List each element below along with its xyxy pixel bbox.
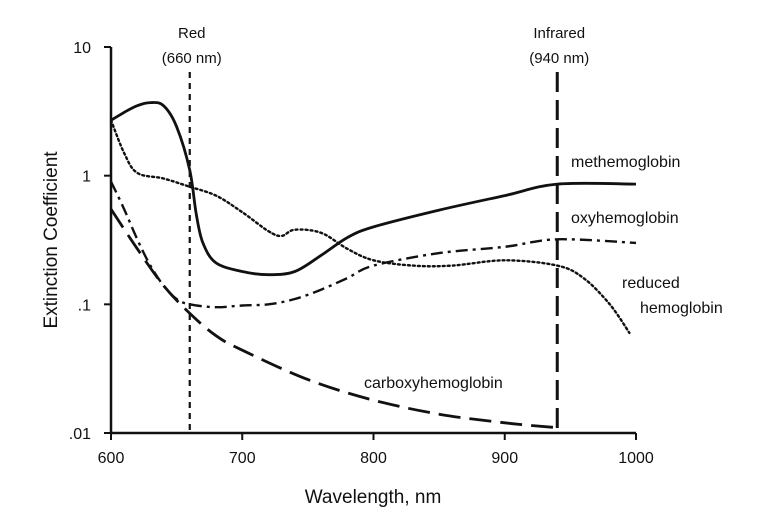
reference-label-940-name: Infrared [533, 25, 585, 42]
y-tick-label: .1 [78, 297, 91, 314]
y-tick-group: .01 .1 1 10 [69, 40, 111, 443]
series-label-carboxyhemoglobin: carboxyhemoglobin [364, 375, 503, 392]
series-label-hemoglobin: hemoglobin [640, 300, 723, 317]
series-line-reduced-hemoglobin [109, 119, 631, 335]
reference-line-group: Red (660 nm) Infrared (940 nm) [162, 25, 589, 433]
x-tick-label: 700 [229, 450, 256, 467]
y-axis-title: Extinction Coefficient [41, 151, 62, 329]
series-label-reduced: reduced [622, 275, 680, 292]
x-tick-label: 600 [98, 450, 125, 467]
y-tick-label: 10 [73, 40, 91, 57]
series-line-carboxyhemoglobin [109, 208, 558, 430]
series-group [109, 101, 637, 430]
reference-label-660-nm: (660 nm) [162, 50, 222, 67]
reference-label-660-name: Red [178, 25, 206, 42]
x-tick-group: 600 700 800 900 1000 [98, 433, 654, 467]
x-tick-label: 1000 [618, 450, 654, 467]
x-tick-label: 800 [360, 450, 387, 467]
x-tick-label: 900 [491, 450, 518, 467]
series-label-methemoglobin: methemoglobin [571, 154, 680, 171]
series-line-methemoglobin [110, 101, 637, 277]
x-axis-title: Wavelength, nm [305, 487, 442, 508]
y-tick-label: 1 [82, 169, 91, 186]
y-tick-label: .01 [69, 426, 91, 443]
series-label-oxyhemoglobin: oxyhemoglobin [571, 210, 679, 227]
reference-label-940-nm: (940 nm) [529, 50, 589, 67]
